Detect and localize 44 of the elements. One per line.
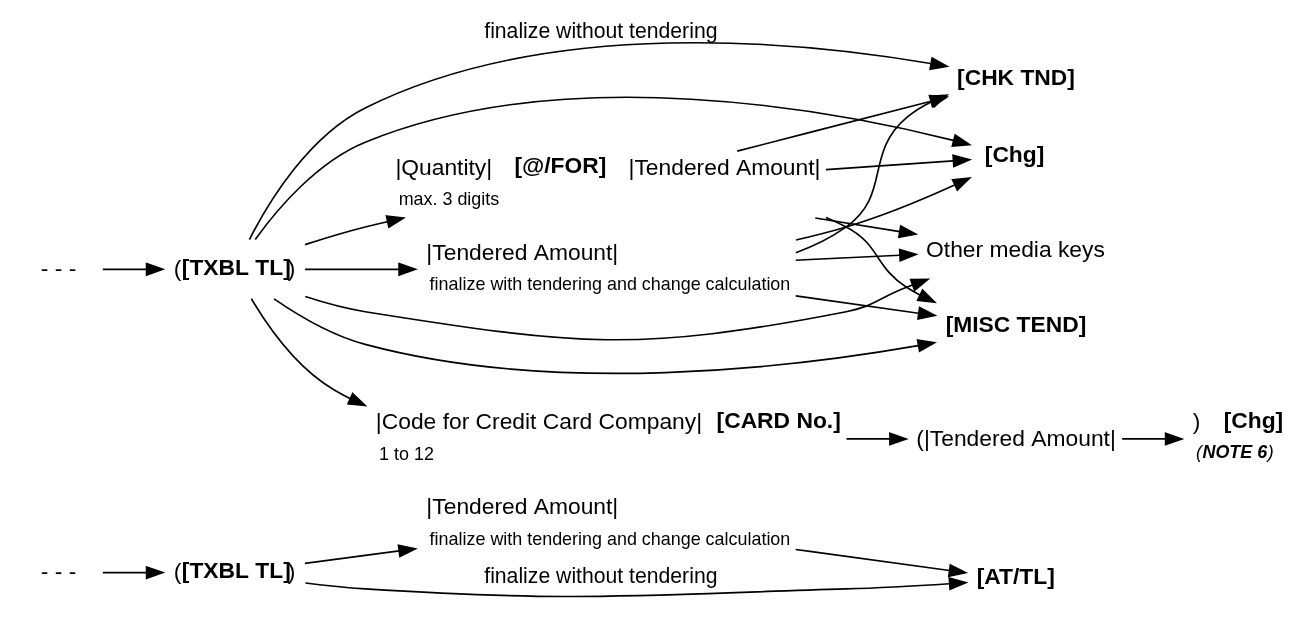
node-text: [Chg] xyxy=(984,141,1045,168)
node-text: [MISC TEND] xyxy=(945,310,1087,337)
arrow xyxy=(1121,432,1185,446)
arrow xyxy=(250,297,368,407)
arrow xyxy=(825,216,937,304)
node-label: max. 3 digits xyxy=(398,189,500,210)
arrow xyxy=(794,548,969,578)
arrow xyxy=(845,432,909,446)
arrow xyxy=(304,278,931,341)
node-text: - - - xyxy=(40,558,77,585)
arrow xyxy=(825,154,973,171)
node-text: |Quantity| [@/FOR] |Tendered Amount| xyxy=(395,152,821,181)
node-text: - - - xyxy=(40,255,77,282)
node-text: [CHK TND] xyxy=(957,64,1075,91)
arrow xyxy=(273,298,938,375)
node-text: ([TXBL TL]) xyxy=(173,253,296,282)
arrow xyxy=(794,295,938,320)
node-label: finalize with tendering and change calculation xyxy=(429,528,791,549)
node-text: |Tendered Amount| xyxy=(426,493,619,520)
arrow xyxy=(248,42,950,241)
arrow xyxy=(304,544,418,565)
node-text: |Tendered Amount| xyxy=(426,238,619,265)
arrow xyxy=(304,262,418,277)
node-label: 1 to 12 xyxy=(379,443,434,464)
arrow xyxy=(304,576,969,598)
node-label: finalize with tendering and change calculation xyxy=(429,274,791,295)
edge-label: finalize without tendering xyxy=(484,564,718,588)
node-text: (|Tendered Amount| xyxy=(916,424,1116,451)
arrow xyxy=(736,94,950,152)
node-text: |Code for Credit Card Company| [CARD No.] xyxy=(375,406,841,435)
arrow xyxy=(795,94,950,254)
node-text: ([TXBL TL]) xyxy=(173,556,296,585)
arrow xyxy=(794,248,919,263)
node-label: (NOTE 6) xyxy=(1195,442,1274,463)
node-text: ) [Chg] xyxy=(1192,406,1284,435)
arrow xyxy=(102,262,166,277)
arrow xyxy=(795,177,972,241)
arrow xyxy=(304,215,406,246)
arrow xyxy=(814,217,919,239)
edge-label: finalize without tendering xyxy=(484,19,718,43)
node-text: Other media keys xyxy=(926,235,1105,262)
node-text: [AT/TL] xyxy=(976,563,1055,590)
arrow xyxy=(254,96,972,241)
arrow xyxy=(102,565,166,580)
